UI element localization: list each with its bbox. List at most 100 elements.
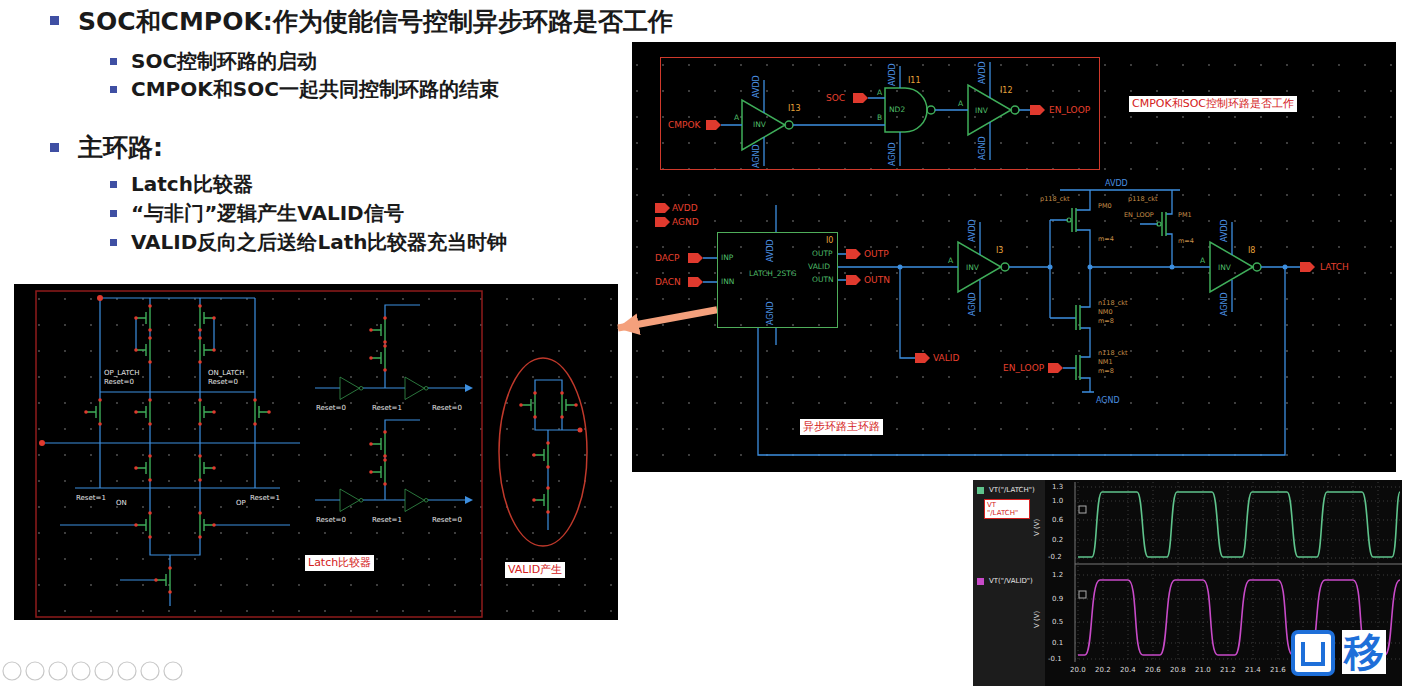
symbol-label: A — [958, 99, 963, 108]
pin-name: LATCH — [1320, 262, 1349, 272]
pin-name: VALID — [933, 353, 959, 363]
main-loop-schematic — [655, 190, 1315, 455]
instance-name: I13 — [788, 104, 801, 113]
supply-pin-name: AGND — [1220, 292, 1229, 316]
axis-tick: 1.3 — [1052, 483, 1063, 492]
bullet-item: SOC控制环路的启动 — [131, 49, 626, 73]
player-controls — [3, 662, 182, 680]
net-label: Reset=0 — [432, 516, 462, 525]
pin-name: SOC — [826, 93, 845, 103]
axis-tick: 1.0 — [1052, 497, 1063, 506]
axis-tick: 20.4 — [1120, 666, 1136, 675]
device-parameter: PM1 — [1178, 212, 1192, 220]
supply-pin-name: AVDD — [1105, 179, 1128, 188]
device-parameter: NM1 — [1098, 359, 1113, 367]
symbol-label: INV — [1218, 263, 1231, 272]
supply-pin-name: AGND — [978, 136, 987, 160]
symbol-label: INN — [721, 277, 734, 286]
region-label: VALID产生 — [505, 562, 565, 578]
supply-pin-name: AGND — [1096, 396, 1120, 405]
device-parameter: m=4 — [1178, 238, 1194, 246]
net-label: Reset=0 — [104, 378, 134, 387]
bullet-item: “与非门”逻辑产生VALID信号 — [131, 201, 626, 225]
bullet-heading: 主环路: — [78, 133, 778, 163]
symbol-label: INV — [975, 106, 988, 115]
axis-tick: 0.1 — [1052, 639, 1063, 648]
region-label: VT "/LATCH" — [987, 501, 1027, 517]
symbol-label: A — [948, 256, 953, 265]
control-logic-box: CMPOK和SOC控制环路是否工作 — [660, 57, 1100, 170]
axis-tick: 0.6 — [1052, 516, 1063, 525]
pin-name: AVDD — [672, 203, 698, 213]
region-label: CMPOK和SOC控制环路是否工作 — [1129, 96, 1297, 112]
device-parameter: m=4 — [1098, 236, 1114, 244]
symbol-label: INV — [753, 120, 766, 129]
device-parameter: m=8 — [1098, 318, 1114, 326]
instance-name: I11 — [908, 76, 921, 85]
device-parameter: m=8 — [1098, 368, 1114, 376]
net-label: Reset=0 — [316, 516, 346, 525]
net-label: Reset=1 — [76, 494, 106, 503]
bullet-heading: SOC和CMPOK:作为使能信号控制异步环路是否工作 — [78, 7, 778, 37]
symbol-label: A — [734, 113, 739, 122]
axis-tick: 20.0 — [1070, 666, 1086, 675]
supply-pin-name: AVDD — [888, 63, 897, 86]
net-label: Reset=0 — [208, 378, 238, 387]
pin-name: EN_LOOP — [1003, 363, 1044, 373]
net-label: Reset=1 — [372, 404, 402, 413]
supply-pin-name: AVDD — [978, 61, 987, 84]
watermark: 移 — [1342, 630, 1386, 674]
symbol-label: A — [877, 88, 882, 97]
axis-tick: 21.2 — [1220, 666, 1236, 675]
net-label: Reset=0 — [316, 404, 346, 413]
pin-name: CMPOK — [668, 120, 700, 130]
pin-name: OUTN — [864, 275, 890, 285]
device-parameter: p118_ckt — [1128, 196, 1158, 204]
axis-tick: 21.0 — [1195, 666, 1211, 675]
pin-name: EN_LOOP — [1049, 105, 1090, 115]
net-label: Reset=1 — [372, 516, 402, 525]
pin-name: DACN — [655, 277, 681, 287]
schematic-panel: Latch比较器 VALID产生 — [14, 284, 618, 620]
legend-text: VT("/LATCH") — [989, 486, 1035, 495]
signal-name-box: VT "/LATCH" — [984, 499, 1030, 519]
symbol-label: ND2 — [889, 105, 905, 114]
expand-arrow — [618, 310, 717, 328]
bullet-item: Latch比较器 — [131, 172, 626, 196]
net-label: ON_LATCH — [208, 369, 245, 378]
pin-name: DACP — [655, 253, 679, 263]
supply-pin-name: AGND — [888, 142, 897, 166]
axis-tick: -0.1 — [1048, 655, 1062, 664]
axis-tick: 0.9 — [1052, 595, 1063, 604]
axis-tick: V (V) — [1033, 519, 1042, 536]
legend-text: VT("/VALID") — [989, 577, 1033, 586]
waveform-plot — [973, 480, 1402, 686]
device-parameter: NM0 — [1098, 309, 1113, 317]
symbol-label: OUTP — [812, 249, 833, 258]
pin-name: OUTP — [864, 249, 889, 259]
latch-comparator-schematic — [39, 295, 583, 606]
axis-tick: 0.2 — [1052, 536, 1063, 545]
latch-block: LATCH_2STG — [717, 232, 838, 328]
region-label: 异步环路主环路 — [800, 419, 883, 435]
symbol-label: INV — [966, 263, 979, 272]
region-label: Latch比较器 — [305, 555, 374, 571]
device-parameter: n118_ckt — [1098, 350, 1128, 358]
symbol-label: OUTN — [812, 275, 834, 284]
device-parameter: EN_LOOP — [1124, 212, 1154, 220]
bullet-item: CMPOK和SOC一起共同控制环路的结束 — [131, 77, 626, 101]
supply-pin-name: AVDD — [1220, 219, 1229, 242]
instance-name: I8 — [1248, 246, 1255, 255]
device-parameter: n118_ckt — [1098, 300, 1128, 308]
bullet-item: VALID反向之后送给Lath比较器充当时钟 — [131, 230, 626, 254]
region-label: LATCH_2STG — [749, 269, 797, 278]
supply-pin-name: AVDD — [752, 75, 761, 98]
control-logic-schematic — [706, 62, 1045, 166]
legend-swatch — [977, 578, 984, 585]
device-parameter: PM0 — [1098, 203, 1112, 211]
legend-swatch — [977, 487, 984, 494]
net-label: Reset=1 — [250, 494, 280, 503]
supply-pin-name: AGND — [766, 301, 775, 325]
